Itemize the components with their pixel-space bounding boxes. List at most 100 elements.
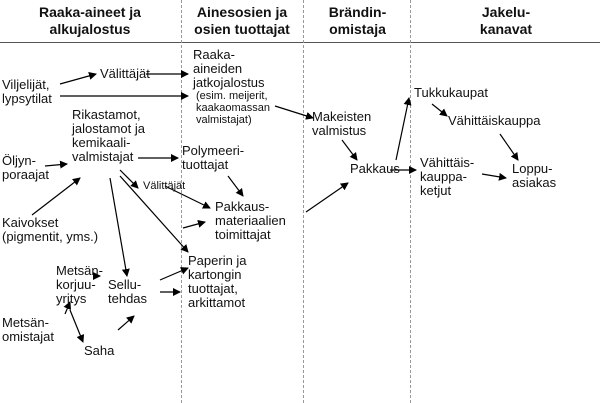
node-line: tuottajat <box>182 157 229 172</box>
arrow <box>481 172 507 181</box>
node-retail: Vähittäiskauppa <box>448 114 541 128</box>
node-line: jalostamot ja <box>72 121 145 136</box>
node-line: Sellu- <box>108 277 142 292</box>
header-line: omistaja <box>329 21 386 37</box>
header-line: Jakelu- <box>481 4 531 20</box>
node-oil-drillers: Öljyn- poraajat <box>2 154 49 182</box>
node-line: (pigmentit, yms.) <box>2 229 99 244</box>
arrow <box>44 160 68 169</box>
node-line: materiaalien <box>215 213 286 228</box>
arrow <box>59 72 97 85</box>
header-line: kanavat <box>479 21 533 37</box>
node-line: Viljelijät, <box>2 77 50 92</box>
node-line: lypsytilat <box>2 91 52 106</box>
node-line: Loppu- <box>512 161 553 176</box>
arrow <box>69 309 85 343</box>
header-ingredient-producers: Ainesosien ja osien tuottajat <box>183 4 301 38</box>
node-brokers-mid: Välittäjät <box>143 180 185 192</box>
node-line: Kaivokset <box>2 215 59 230</box>
node-line: ketjut <box>420 183 452 198</box>
arrow <box>341 139 358 161</box>
node-line: Makeisten <box>312 109 372 124</box>
arrow <box>31 177 81 216</box>
node-line: poraajat <box>2 167 49 182</box>
arrow <box>395 97 412 161</box>
arrow <box>431 103 448 117</box>
node-line: Metsän- <box>56 263 103 278</box>
arrow <box>305 182 349 213</box>
node-line: yritys <box>56 291 87 306</box>
arrow <box>119 175 189 253</box>
node-line: jatkojalostus <box>193 75 265 90</box>
node-pulp-mill: Sellu- tehdas <box>108 278 147 306</box>
node-retail-chains: Vähittäis- kauppa- ketjut <box>420 156 474 198</box>
arrow <box>63 301 71 315</box>
node-line: arkittamot <box>188 295 246 310</box>
node-line: Vähittäiskauppa <box>448 113 541 128</box>
node-line: tehdas <box>108 291 148 306</box>
header-line: Brändin- <box>328 4 387 20</box>
node-brokers-top: Välittäjät <box>100 67 150 81</box>
node-line: tuottajat, <box>188 281 238 296</box>
header-divider <box>0 42 600 43</box>
node-line: kaakaomassan <box>196 102 270 114</box>
arrow <box>159 267 189 281</box>
node-line: Polymeeri- <box>182 143 245 158</box>
header-line: alkujalostus <box>49 21 131 37</box>
node-line: Pakkaus- <box>215 199 270 214</box>
node-line: Paperin ja <box>188 253 247 268</box>
column-divider <box>181 0 182 403</box>
node-end-customer: Loppu- asiakas <box>512 162 556 190</box>
node-raw-material-processing: Raaka- aineiden jatkojalostus <box>193 48 265 90</box>
arrow <box>117 315 135 331</box>
node-forest-harvesting: Metsän- korjuu- yritys <box>56 264 103 306</box>
arrow <box>227 175 244 197</box>
header-line: Ainesosien ja <box>196 4 288 20</box>
node-line: Välittäjät <box>100 66 150 81</box>
column-divider <box>303 0 304 403</box>
node-line: valmistajat) <box>196 114 252 126</box>
node-line: omistajat <box>2 329 55 344</box>
header-raw-materials: Raaka-aineet ja alkujalostus <box>2 4 178 38</box>
arrow <box>119 169 139 189</box>
node-line: Öljyn- <box>2 153 36 168</box>
node-packaging: Pakkaus <box>350 162 400 176</box>
node-line: asiakas <box>512 175 557 190</box>
arrow <box>164 185 211 209</box>
column-divider <box>410 0 411 403</box>
node-sawmill: Saha <box>84 344 114 358</box>
node-line: Saha <box>84 343 115 358</box>
node-line: (esim. meijerit, <box>196 90 268 102</box>
node-line: Vähittäis- <box>420 155 475 170</box>
node-forest-owners: Metsän- omistajat <box>2 316 54 344</box>
node-mines: Kaivokset (pigmentit, yms.) <box>2 216 98 244</box>
node-line: toimittajat <box>215 227 271 242</box>
node-packaging-material-suppliers: Pakkaus- materiaalien toimittajat <box>215 200 286 242</box>
node-farmers: Viljelijät, lypsytilat <box>2 78 52 106</box>
arrow <box>109 177 130 277</box>
arrow <box>274 105 314 120</box>
node-refineries: Rikastamot, jalostamot ja kemikaali- val… <box>72 108 145 164</box>
node-line: kemikaali- <box>72 135 131 150</box>
node-line: kartongin <box>188 267 242 282</box>
node-processing-examples: (esim. meijerit, kaakaomassan valmistaja… <box>196 90 270 126</box>
node-line: valmistajat <box>72 149 134 164</box>
node-line: Pakkaus <box>350 161 400 176</box>
header-line: Raaka-aineet ja <box>39 4 141 20</box>
header-brand-owner: Brändin- omistaja <box>305 4 410 38</box>
node-line: Välittäjät <box>143 180 186 192</box>
node-confectionery-manufacturing: Makeisten valmistus <box>312 110 371 138</box>
node-line: valmistus <box>312 123 367 138</box>
node-line: Tukkukaupat <box>414 85 488 100</box>
header-line: osien tuottajat <box>194 21 290 37</box>
node-line: aineiden <box>193 61 243 76</box>
node-line: Rikastamot, <box>72 107 141 122</box>
node-line: Raaka- <box>193 47 235 62</box>
node-line: kauppa- <box>420 169 467 184</box>
node-paper-producers: Paperin ja kartongin tuottajat, arkittam… <box>188 254 247 310</box>
node-line: Metsän- <box>2 315 49 330</box>
node-line: korjuu- <box>56 277 96 292</box>
arrow <box>182 219 206 229</box>
node-wholesalers: Tukkukaupat <box>414 86 488 100</box>
